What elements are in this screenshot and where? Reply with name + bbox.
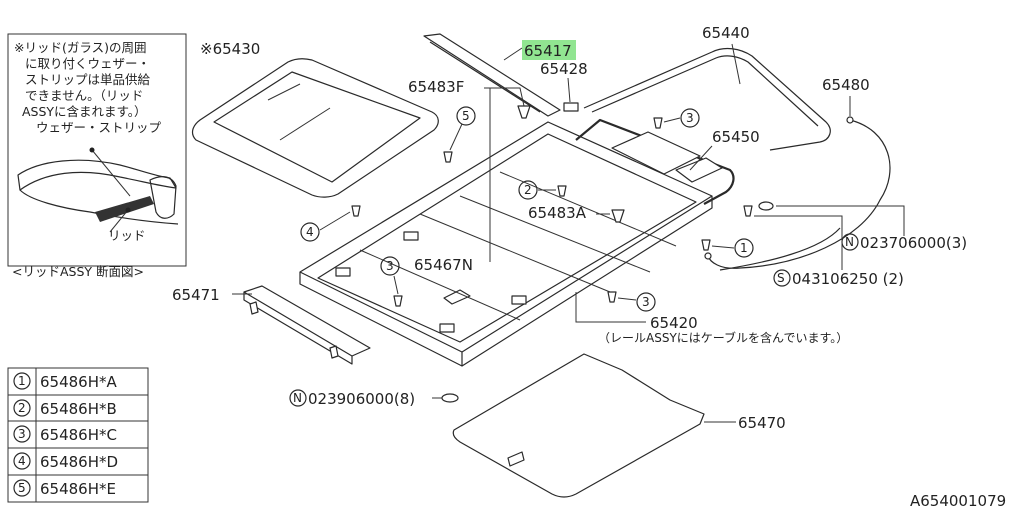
callout-4: 4 — [300, 211, 351, 242]
drain-hose-65440 — [583, 47, 831, 151]
cable-65480 — [707, 119, 891, 269]
label-65440: 65440 — [702, 24, 750, 42]
label-65428: 65428 — [540, 60, 588, 78]
legend-num-2: 2 — [18, 401, 26, 415]
legend-num-5: 5 — [18, 481, 26, 495]
svg-text:4: 4 — [306, 225, 314, 239]
weather-strip-profile — [149, 176, 177, 219]
part-65428 — [563, 102, 579, 112]
svg-text:5: 5 — [462, 109, 470, 123]
weather-strip-label: ウェザー・ストリップ — [36, 120, 162, 135]
rail-note: （レールASSYにはケーブルを含んでいます。） — [598, 330, 848, 345]
svg-text:N: N — [845, 235, 854, 249]
inset-note-line-4: できません。（リッド — [25, 88, 143, 103]
label-65467N: 65467N — [414, 256, 473, 274]
clip-65483F — [517, 105, 531, 119]
label-65417: 65417 — [524, 42, 572, 60]
weather-strip-hatch — [95, 196, 154, 222]
callout-3-top: 3 — [663, 108, 700, 128]
lid-label: リッド — [108, 228, 146, 243]
svg-text:3: 3 — [386, 259, 394, 273]
deflector-strip-65417 — [423, 33, 561, 117]
highlight-65417 — [522, 40, 576, 60]
callout-3-right: 3 — [617, 292, 656, 312]
glass-lid-65430 — [191, 58, 439, 198]
svg-text:1: 1 — [740, 241, 748, 255]
label-65483F: 65483F — [408, 78, 464, 96]
drawing-number: A654001079 — [910, 492, 1006, 510]
legend-num-4: 4 — [18, 454, 26, 468]
svg-text:3: 3 — [642, 295, 650, 309]
label-65471: 65471 — [172, 286, 220, 304]
svg-text:023706000(3): 023706000(3) — [860, 234, 967, 252]
legend-part-4: 65486H*D — [40, 453, 118, 471]
lid-section-outline — [17, 159, 177, 191]
clip-65483A — [611, 209, 625, 223]
label-65483A: 65483A — [528, 204, 587, 222]
label-65430: ※65430 — [200, 40, 260, 58]
legend-num-3: 3 — [18, 427, 26, 441]
guide-strip-65471 — [243, 285, 371, 365]
callout-2: 2 — [518, 180, 556, 200]
sunshade-panel-65470 — [452, 353, 705, 498]
callout-3-left: 3 — [380, 256, 400, 295]
legend-part-1: 65486H*A — [40, 373, 117, 391]
inset-note-line-1: ※リッド(ガラス)の周囲 — [14, 40, 146, 55]
inset-note-line-2: に取り付くウェザー・ — [25, 56, 150, 71]
bracket-65467N — [443, 289, 471, 305]
legend-table: 1 65486H*A 2 65486H*B 3 65486H*C 4 65486… — [7, 367, 149, 503]
n-023906000: N 023906000(8) — [289, 389, 442, 408]
svg-text:N: N — [293, 391, 302, 405]
motor-unit — [611, 131, 723, 183]
label-65420: 65420 — [650, 314, 698, 332]
s-043106250: S 043106250 (2) — [754, 215, 904, 288]
legend-num-1: 1 — [18, 374, 26, 388]
lid-cross-section-inset: ※リッド(ガラス)の周囲 に取り付くウェザー・ ストリップは単品供給 できません… — [7, 33, 187, 279]
legend-part-5: 65486H*E — [40, 480, 116, 498]
callout-5: 5 — [449, 106, 476, 151]
n-023706000: N 023706000(3) — [776, 205, 967, 252]
callout-1: 1 — [711, 238, 754, 258]
label-65480: 65480 — [822, 76, 870, 94]
label-65470: 65470 — [738, 414, 786, 432]
legend-part-2: 65486H*B — [40, 400, 117, 418]
label-65450: 65450 — [712, 128, 760, 146]
svg-text:2: 2 — [524, 183, 532, 197]
svg-text:043106250 (2): 043106250 (2) — [792, 270, 904, 288]
lid-section-lower — [19, 189, 179, 225]
svg-text:S: S — [777, 271, 785, 285]
svg-text:3: 3 — [686, 111, 694, 125]
cable-65450 — [575, 118, 735, 205]
screws — [351, 117, 774, 403]
legend-part-3: 65486H*C — [40, 426, 117, 444]
inset-note-line-5: ASSYに含まれます。） — [22, 104, 147, 119]
inset-note-line-3: ストリップは単品供給 — [25, 72, 151, 87]
inset-caption: <リッドASSY 断面図> — [12, 264, 144, 279]
svg-text:023906000(8): 023906000(8) — [308, 390, 415, 408]
